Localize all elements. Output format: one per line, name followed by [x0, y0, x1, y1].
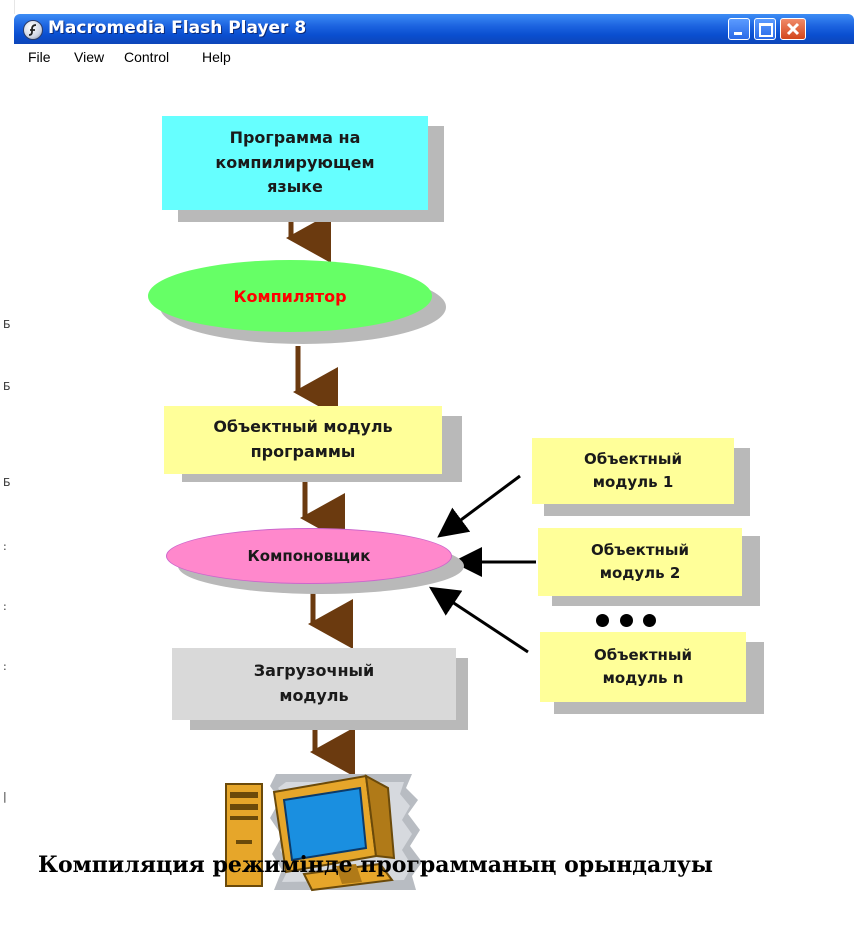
minimize-button[interactable]	[728, 18, 750, 40]
ellipsis-dot	[643, 614, 656, 627]
close-icon	[786, 22, 800, 36]
background-glyph: :	[3, 660, 7, 673]
close-button[interactable]	[780, 18, 806, 40]
diagram-caption: Компиляция режимінде программаның орында…	[38, 852, 713, 878]
object-module-2-label: Объектный модуль 2	[591, 540, 689, 582]
object-module-label: Объектный модуль программы	[213, 417, 393, 461]
source-program-box: Программа на компилирующем языке	[162, 116, 428, 210]
ellipsis-dot	[596, 614, 609, 627]
background-glyph: :	[3, 540, 7, 553]
menu-bar: File View Control Help	[14, 44, 854, 70]
compiler-label: Компилятор	[233, 286, 347, 306]
object-module-2-box: Объектный модуль 2	[538, 528, 742, 596]
compiler-ellipse: Компилятор	[148, 260, 432, 332]
object-module-n-box: Объектный модуль n	[540, 632, 746, 702]
object-module-1-label: Объектный модуль 1	[584, 449, 682, 491]
menu-file[interactable]: File	[28, 49, 51, 65]
linker-ellipse: Компоновщик	[166, 528, 452, 584]
flash-player-icon[interactable]	[23, 20, 43, 40]
flash-player-window: Macromedia Flash Player 8 File View Cont…	[14, 14, 854, 935]
window-title: Macromedia Flash Player 8	[48, 18, 307, 38]
menu-view[interactable]: View	[74, 49, 105, 65]
menu-help[interactable]: Help	[202, 49, 231, 65]
ellipsis-dot	[620, 614, 633, 627]
arrow-modulen-to-linker	[428, 586, 529, 654]
object-module-box: Объектный модуль программы	[164, 406, 442, 474]
menu-control[interactable]: Control	[124, 49, 170, 65]
flash-stage: Программа на компилирующем языке Компиля…	[14, 70, 854, 935]
linker-label: Компоновщик	[247, 547, 371, 565]
object-module-1-box: Объектный модуль 1	[532, 438, 734, 504]
background-document-edge: Б Б Б : : : |	[0, 0, 15, 935]
title-bar[interactable]: Macromedia Flash Player 8	[14, 14, 854, 44]
background-glyph: :	[3, 600, 7, 613]
load-module-box: Загрузочный модуль	[172, 648, 456, 720]
arrow-module1-to-linker	[437, 474, 521, 538]
object-module-n-label: Объектный модуль n	[594, 645, 692, 687]
source-program-label: Программа на компилирующем языке	[215, 127, 375, 197]
maximize-button[interactable]	[754, 18, 776, 40]
background-glyph: Б	[3, 380, 11, 393]
computer-icon	[225, 774, 422, 892]
background-glyph: Б	[3, 476, 11, 489]
load-module-label: Загрузочный модуль	[253, 661, 375, 705]
background-glyph: Б	[3, 318, 11, 331]
background-glyph: |	[3, 790, 7, 803]
